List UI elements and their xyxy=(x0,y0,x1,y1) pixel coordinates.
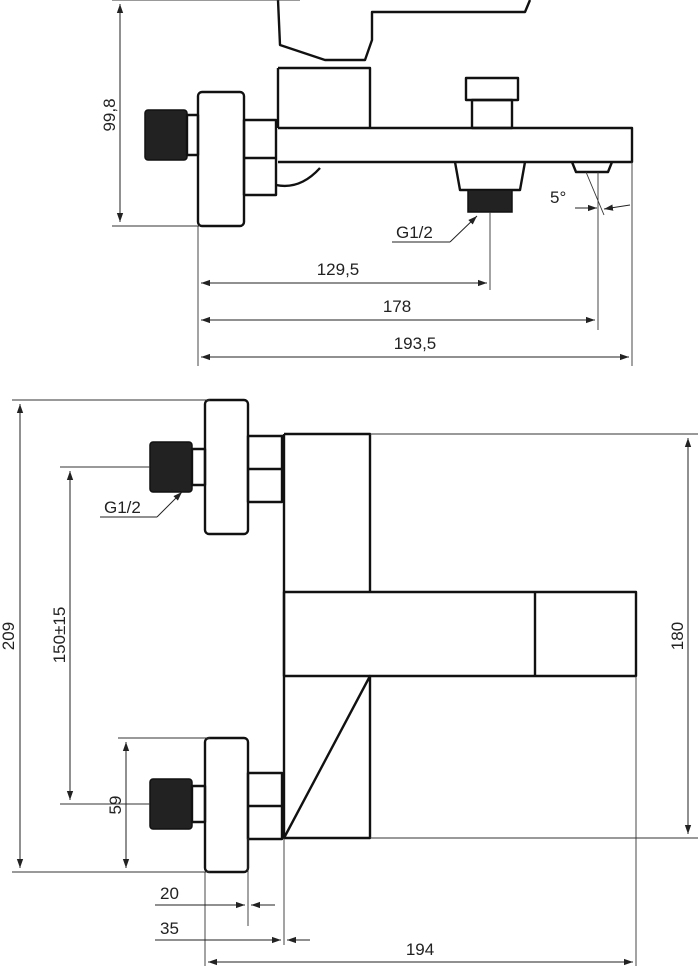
inlet-thread-leader xyxy=(156,491,183,518)
width-label: 194 xyxy=(406,940,434,959)
inlet-neck-side xyxy=(185,113,200,157)
outlet-thread xyxy=(467,189,513,213)
inlet-spacing-label: 150±15 xyxy=(50,607,69,664)
side-view: 99,8 129,5 178 193,5 5° G1/2 xyxy=(100,0,634,366)
inlet-thread-label: G1/2 xyxy=(104,498,141,517)
spout-tip-distance-label: 178 xyxy=(383,297,411,316)
inlet-thread-side xyxy=(144,109,188,161)
front-view: 209 150±15 59 180 20 35 194 G1/2 xyxy=(0,398,698,966)
total-depth-label: 193,5 xyxy=(394,334,437,353)
upper-wall-flange xyxy=(203,398,250,536)
spout xyxy=(278,126,634,164)
upper-inlet-thread xyxy=(149,441,193,493)
lower-offset-label: 59 xyxy=(106,796,125,815)
mixer-body-front xyxy=(282,432,372,840)
total-height-label: 209 xyxy=(0,622,18,650)
outlet-distance-label: 129,5 xyxy=(317,260,360,279)
outlet-thread-leader xyxy=(449,215,478,243)
diverter-stem xyxy=(470,98,514,130)
depth-35-label: 35 xyxy=(160,919,179,938)
spout-front xyxy=(282,590,638,678)
height-side-label: 99,8 xyxy=(100,98,119,131)
lower-inlet-thread xyxy=(149,778,193,830)
diverter-knob xyxy=(464,76,520,102)
depth-20-label: 20 xyxy=(160,884,179,903)
mixer-column xyxy=(276,66,372,128)
body-height-label: 180 xyxy=(668,622,687,650)
lever-handle xyxy=(276,0,532,62)
body-curve xyxy=(275,167,321,188)
wall-flange xyxy=(196,90,246,228)
spout-aerator xyxy=(570,161,614,174)
angle-label: 5° xyxy=(550,188,566,207)
outlet-thread-label: G1/2 xyxy=(396,223,433,242)
lower-wall-flange xyxy=(203,736,250,874)
bath-outlet xyxy=(453,161,527,192)
angle-arrow-right xyxy=(603,204,631,211)
